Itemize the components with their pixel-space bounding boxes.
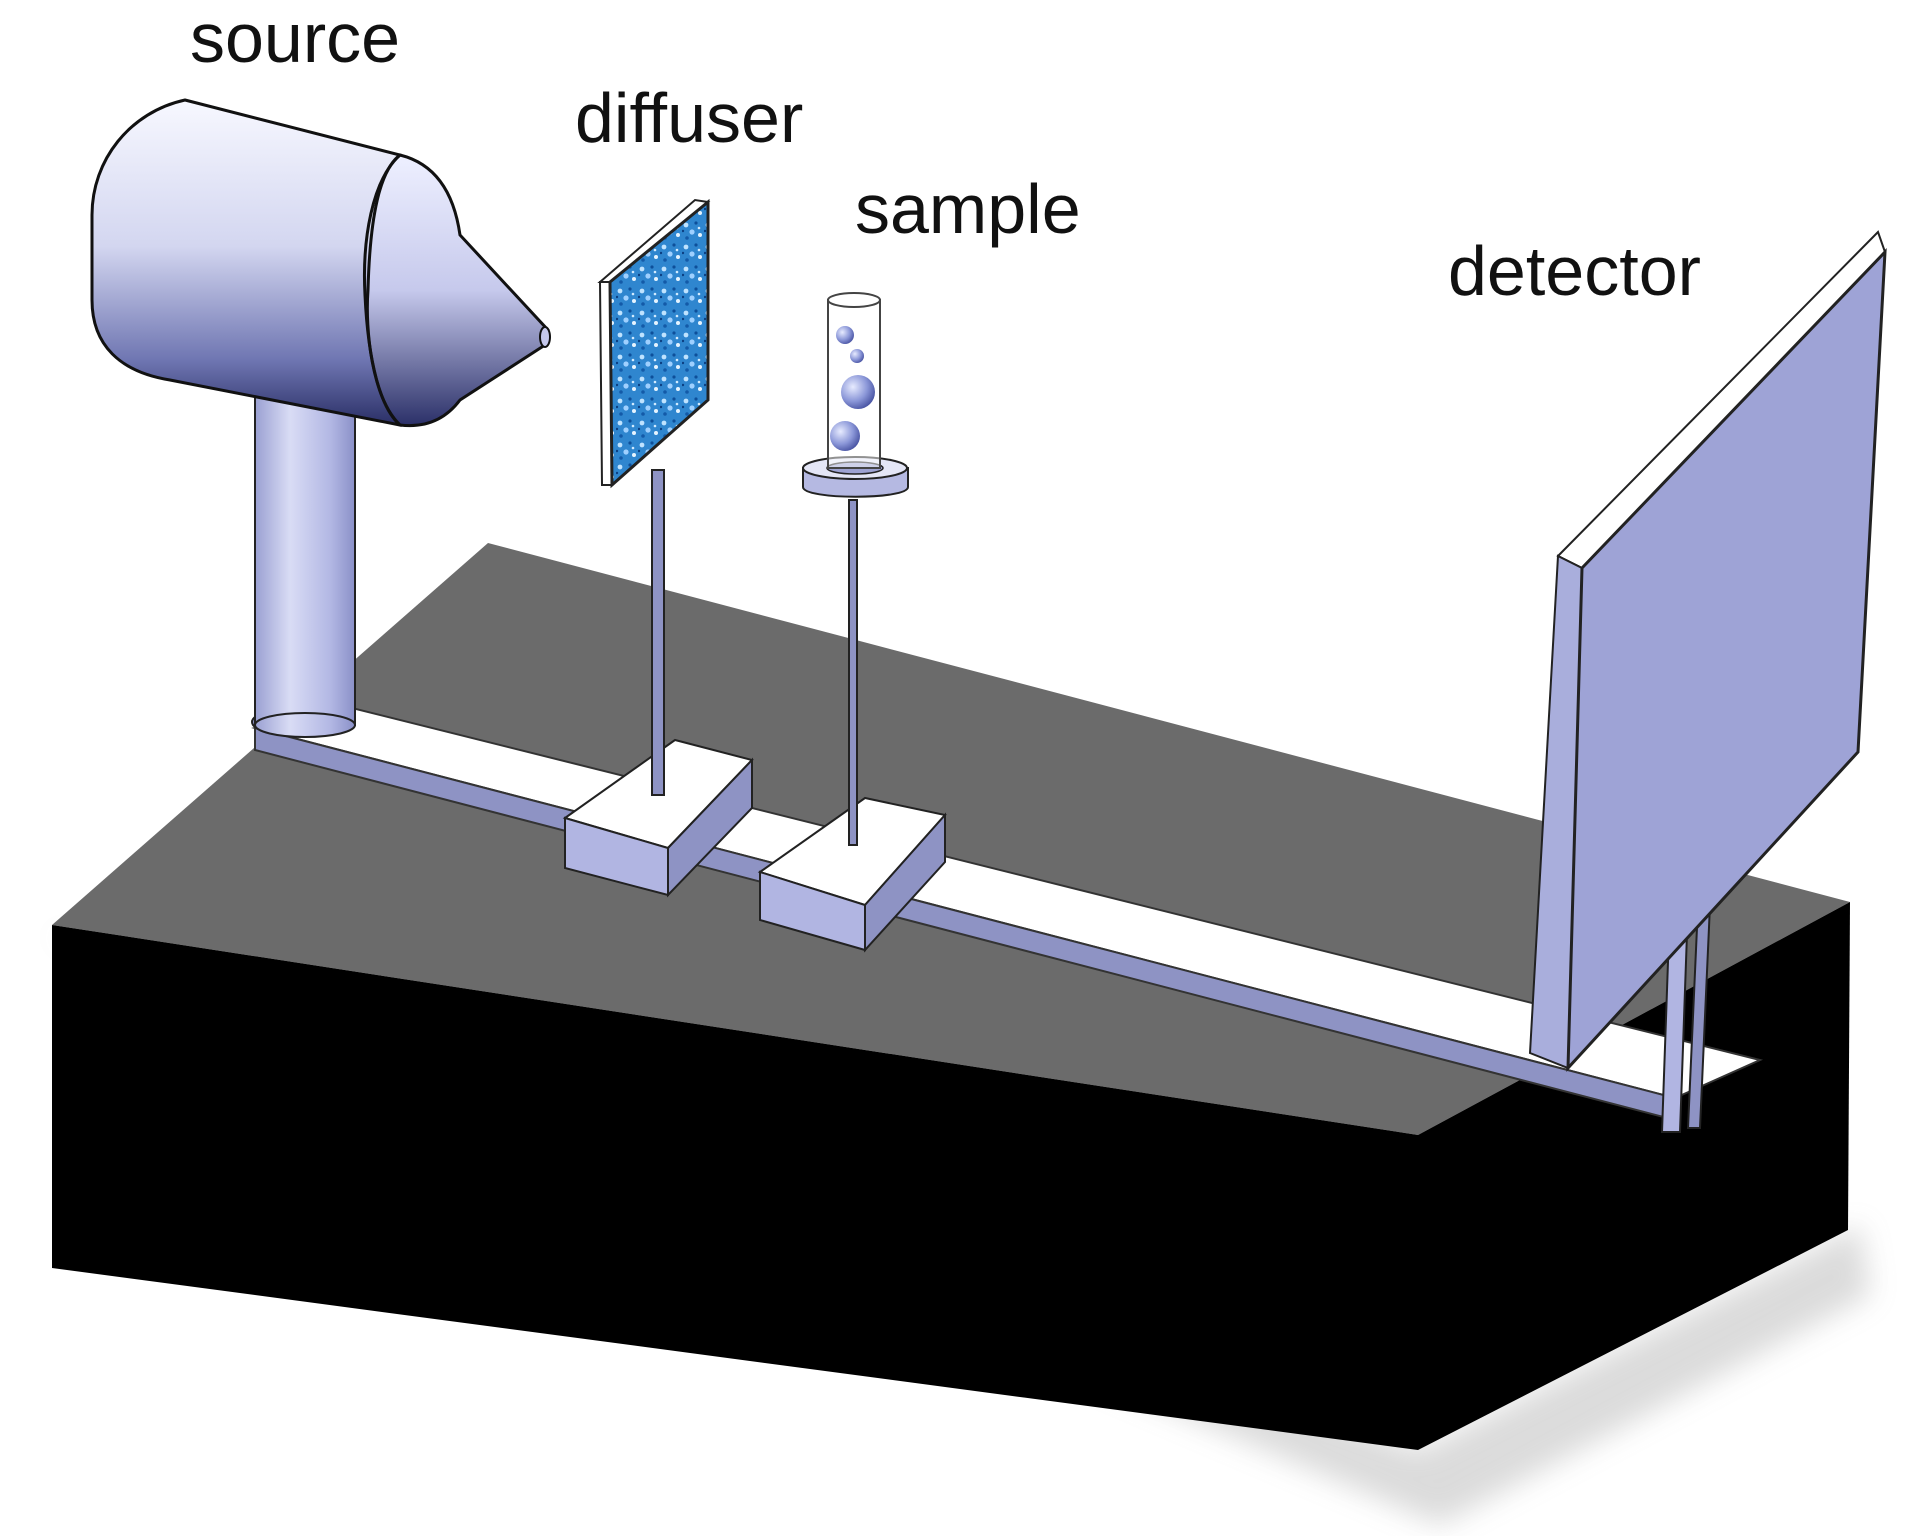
sample-rod <box>848 499 858 846</box>
table-side-face <box>1418 902 1850 1450</box>
diffuser-base-side <box>667 757 753 898</box>
source-assembly <box>90 98 551 738</box>
bubble <box>830 421 860 451</box>
sample-tube-top <box>827 292 881 308</box>
bubble <box>850 349 864 363</box>
detector-assembly <box>1528 230 1887 1133</box>
bubble <box>836 326 854 344</box>
label-diffuser: diffuser <box>575 79 803 157</box>
label-sample: sample <box>855 170 1081 248</box>
label-source: source <box>190 0 400 77</box>
diffuser-plate-face <box>608 198 710 489</box>
table-front-face <box>52 925 1418 1450</box>
source-tip <box>539 326 551 348</box>
sample-base-side <box>864 812 946 953</box>
sample-assembly <box>757 292 947 953</box>
label-detector: detector <box>1448 232 1701 310</box>
source-cone <box>365 153 550 428</box>
source-post-bottom <box>254 712 356 738</box>
bubble <box>841 375 875 409</box>
source-post <box>254 394 356 726</box>
detector-panel-face <box>1566 248 1887 1072</box>
diffuser-rod <box>651 469 665 796</box>
source-cylinder-body <box>90 98 402 427</box>
diffuser-assembly <box>562 198 754 898</box>
source-cylinder-rim <box>363 153 402 427</box>
